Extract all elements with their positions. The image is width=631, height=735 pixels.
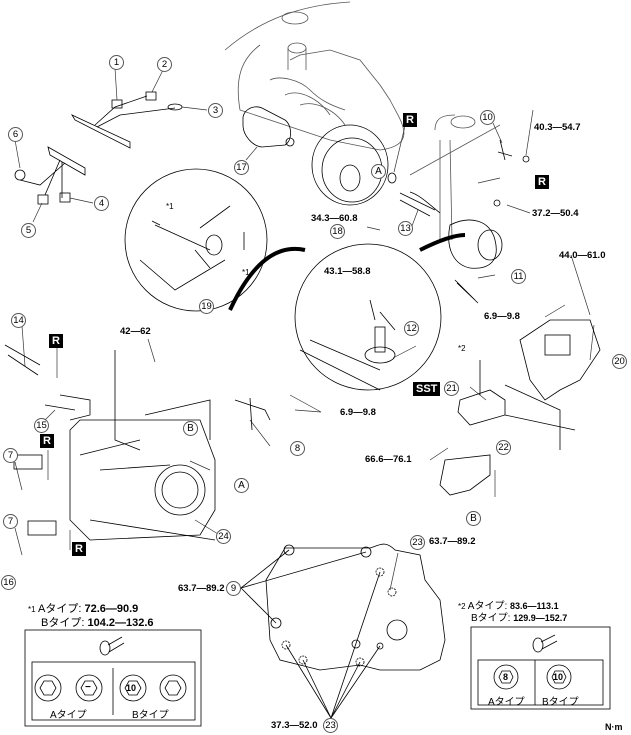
- callout-24: 24: [216, 529, 231, 544]
- torque-label: 63.7—89.2: [429, 536, 476, 547]
- note2-a-value: 83.6—113.1: [510, 601, 559, 611]
- callout-23a: 23: [410, 535, 425, 550]
- callout-7b: 7: [3, 514, 18, 529]
- callout-14: 14: [11, 313, 26, 328]
- detail-circle-mount: [124, 168, 268, 312]
- callout-15: 15: [34, 418, 49, 433]
- torque-label: 34.3—60.8: [311, 213, 358, 224]
- note2-b-value: 129.9—152.7: [513, 613, 568, 623]
- note1-type-b: Bタイプ: [132, 710, 169, 721]
- callout-17: 17: [234, 160, 249, 175]
- callout-5: 5: [21, 223, 36, 238]
- starter-motor: [242, 106, 295, 148]
- letter-a-transaxle: A: [234, 478, 249, 493]
- callout-13: 13: [398, 221, 413, 236]
- callout-23b: 23: [323, 718, 338, 733]
- star-mark: *1: [166, 202, 174, 211]
- note1-b-label: Bタイプ:: [41, 617, 85, 629]
- bracket-8: [234, 397, 271, 431]
- bolt-head-mark: 10: [126, 683, 137, 693]
- note2-b-label: Bタイプ:: [471, 613, 511, 624]
- steering-knuckle: [448, 219, 503, 304]
- replace-marker: R: [72, 542, 86, 556]
- callout-12: 12: [404, 321, 419, 336]
- stabilizer-link: [497, 139, 513, 161]
- replace-marker: R: [535, 175, 549, 189]
- letter-b-bracket: B: [466, 511, 481, 526]
- replace-marker: R: [49, 334, 63, 348]
- callout-19: 19: [199, 299, 214, 314]
- note2-mark: *2: [458, 602, 466, 611]
- callout-22: 22: [496, 440, 511, 455]
- callout-8: 8: [290, 441, 305, 456]
- mount-bracket-20: [519, 319, 601, 401]
- callout-16: 16: [1, 575, 16, 590]
- note1-line-b: Bタイプ: 104.2—132.6: [41, 614, 154, 630]
- note-box-2: [470, 626, 611, 710]
- note1-type-a: Aタイプ: [50, 710, 87, 721]
- star-mark: *2: [458, 344, 466, 353]
- bracket-22: [439, 454, 491, 496]
- pipe-7b: [27, 520, 57, 536]
- wire-harness-lower: [14, 146, 86, 205]
- engine-mount-21: [457, 360, 576, 450]
- torque-label: 66.6—76.1: [365, 454, 412, 465]
- torque-label: 44.0—61.0: [559, 250, 606, 261]
- torque-label: 43.1—58.8: [324, 266, 371, 277]
- callout-21: 21: [444, 381, 459, 396]
- sst-marker: SST: [413, 382, 441, 396]
- end-cover-plate: [240, 543, 446, 719]
- wire-harness-upper: [70, 91, 183, 149]
- callout-20: 20: [612, 354, 627, 369]
- torque-label: 37.2—50.4: [532, 208, 579, 219]
- detail-circle-ball-joint: [294, 243, 442, 391]
- letter-b-transaxle: B: [183, 421, 198, 436]
- callout-3: 3: [208, 103, 223, 118]
- torque-label: 6.9—9.8: [484, 311, 520, 322]
- letter-a-flywheel: A: [371, 164, 386, 179]
- torque-label: 6.9—9.8: [340, 407, 376, 418]
- callout-2: 2: [157, 57, 172, 72]
- callout-9: 9: [226, 581, 241, 596]
- transaxle: [4, 344, 216, 541]
- callout-11: 11: [511, 269, 526, 284]
- note1-a-label: Aタイプ:: [38, 603, 82, 615]
- torque-label: 37.3—52.0: [271, 720, 318, 731]
- note2-line-b: Bタイプ: 129.9—152.7: [471, 609, 567, 624]
- note1-mark: *1: [28, 605, 36, 614]
- torque-label: 42—62: [120, 326, 151, 337]
- bolt-head-mark: 8: [503, 672, 509, 682]
- unit-label: N·m: [605, 722, 623, 732]
- callout-1: 1: [109, 55, 124, 70]
- callout-4: 4: [94, 196, 109, 211]
- pipe-7a: [13, 454, 43, 470]
- bolt-head-mark: −: [85, 682, 91, 693]
- drive-shaft: [399, 191, 441, 217]
- note-box-1: [24, 629, 202, 727]
- note1-a-value: 72.6—90.9: [84, 603, 139, 615]
- star-mark: *1: [242, 268, 250, 277]
- torque-label: 63.7—89.2: [178, 583, 225, 594]
- note2-type-a: Aタイプ: [488, 697, 525, 708]
- note1-line-a: *1 Aタイプ: 72.6—90.9: [28, 600, 138, 616]
- bolt-head-mark: 10: [553, 672, 564, 682]
- replace-marker: R: [40, 434, 54, 448]
- note2-type-b: Bタイプ: [542, 697, 579, 708]
- note2-line-a: *2 Aタイプ: 83.6—113.1: [458, 597, 559, 612]
- note1-b-value: 104.2—132.6: [87, 617, 154, 629]
- note2-a-label: Aタイプ:: [467, 601, 508, 612]
- flywheel: [311, 124, 389, 206]
- callout-7a: 7: [3, 448, 18, 463]
- callout-18: 18: [330, 224, 345, 239]
- replace-marker: R: [403, 113, 417, 127]
- callout-6: 6: [8, 127, 23, 142]
- engine-outline: [224, 1, 501, 241]
- leader-lines: [14, 67, 595, 591]
- callout-10: 10: [480, 110, 495, 125]
- torque-label: 40.3—54.7: [534, 122, 581, 133]
